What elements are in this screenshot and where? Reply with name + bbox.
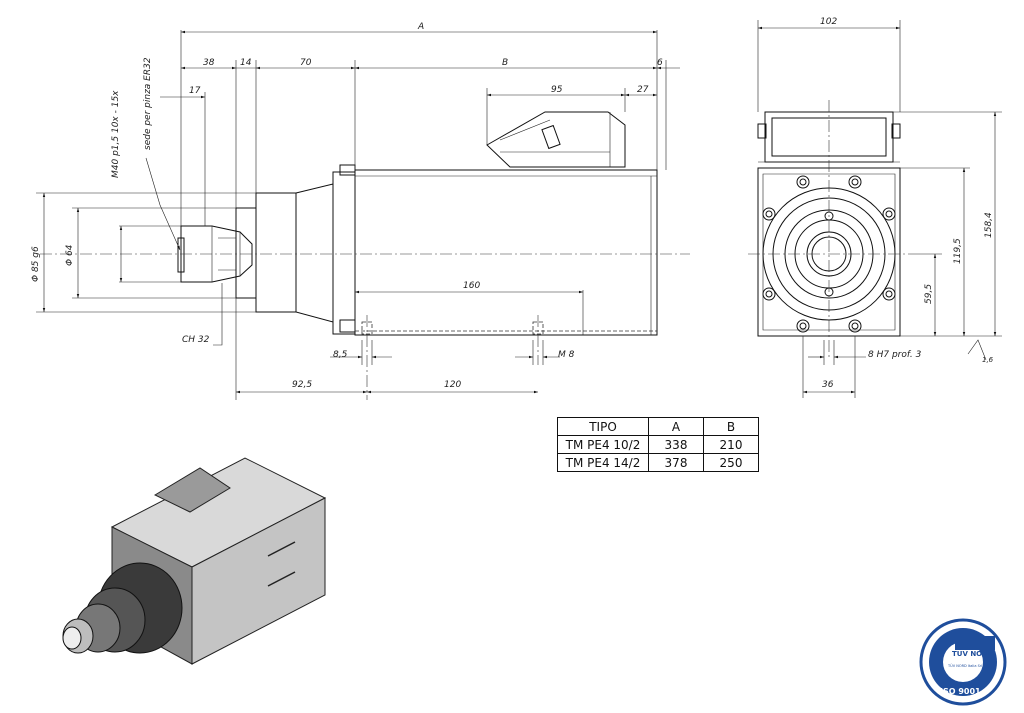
dim-b: B [502, 58, 508, 68]
dim-phi64: Φ 64 [65, 244, 75, 266]
dim-158-4: 158,4 [984, 212, 994, 238]
front-housing [255, 192, 297, 313]
table-header-tipo: TIPO [557, 417, 649, 436]
dim-92-5: 92,5 [292, 380, 312, 390]
table-cell: TM PE4 14/2 [557, 453, 649, 472]
table-cell: 210 [703, 435, 759, 454]
flange [332, 171, 356, 335]
table-row: TM PE4 14/2 378 250 [557, 453, 759, 472]
connector-box [486, 111, 626, 168]
table-cell: 378 [648, 453, 704, 472]
dim-collet-seat: sede per pinza ER32 [143, 57, 153, 150]
iso-connector [153, 467, 231, 513]
dim-38: 38 [203, 58, 215, 68]
dim-8-5: 8,5 [333, 350, 348, 360]
dim-phi85: Φ 85 g6 [31, 246, 41, 282]
table-header-a: A [648, 417, 704, 436]
dim-17: 17 [189, 86, 201, 96]
dim-6: 6 [657, 58, 663, 68]
dim-27: 27 [637, 85, 649, 95]
dim-59-5: 59,5 [924, 284, 934, 304]
collet-nut [180, 225, 253, 283]
badge-small-text: TÜV NORD Italia Srl [947, 663, 982, 668]
dim-thread: M40 p1,5 10x - 15x [111, 90, 121, 178]
table-header-b: B [703, 417, 759, 436]
badge-standard: ISO 9001 [940, 687, 981, 696]
dim-36: 36 [822, 380, 834, 390]
dim-14: 14 [240, 58, 252, 68]
badge-brand: TÜV NORD [952, 649, 994, 658]
dim-120: 120 [444, 380, 461, 390]
dim-119-5: 119,5 [953, 238, 963, 264]
tuv-badge: TÜV NORD TÜV NORD Italia Srl ISO 9001 [919, 618, 1007, 706]
dim-70: 70 [300, 58, 312, 68]
dim-width-102: 102 [820, 17, 837, 27]
dim-160: 160 [463, 281, 480, 291]
table-cell: 250 [703, 453, 759, 472]
dim-a: A [417, 22, 424, 32]
isometric-view [62, 457, 327, 665]
front-view [748, 20, 1002, 398]
table-header-row: TIPO A B [557, 417, 759, 436]
motor-body [354, 169, 658, 336]
dim-roughness: 1,6 [982, 356, 994, 364]
table-cell: TM PE4 10/2 [557, 435, 649, 454]
dim-95: 95 [551, 85, 563, 95]
table-cell: 338 [648, 435, 704, 454]
side-view [36, 30, 690, 400]
dim-m8: M 8 [558, 350, 575, 360]
dim-key: 8 H7 prof. 3 [868, 350, 922, 360]
table-row: TM PE4 10/2 338 210 [557, 435, 759, 454]
dim-ch32: CH 32 [182, 335, 210, 345]
dimension-table: TIPO A B TM PE4 10/2 338 210 TM PE4 14/2… [557, 417, 759, 472]
